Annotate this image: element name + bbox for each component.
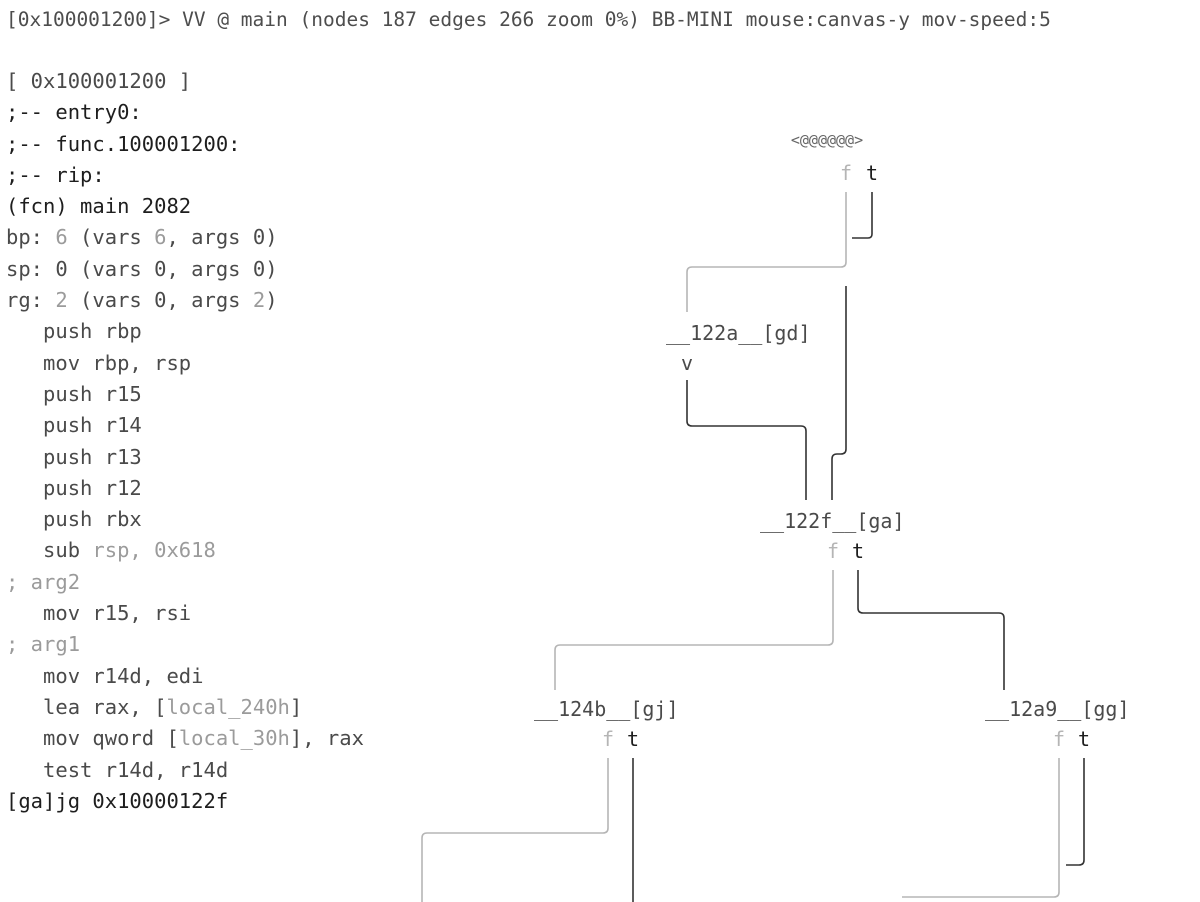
graph-node-12a9[interactable]: __12a9__[gg] [985,697,1130,721]
entry-branch-true: t [866,161,878,185]
edge-entry-false [686,192,847,312]
node-124b-branch-true: t [627,727,639,751]
node-12a9-branch-false: f [1053,727,1065,751]
label-rip: ;-- rip: [6,162,105,187]
instruction: mov r15, rsi [43,601,192,626]
edge-124b-false [421,758,609,902]
instruction: push r12 [43,475,142,500]
comment-arg1: ; arg1 [6,632,81,657]
instruction: test r14d, r14d [43,757,229,782]
node-122a-branch: v [681,351,693,375]
label-func: ;-- func.100001200: [6,131,241,156]
edge-to-122f-a [831,286,847,500]
entry-branch-false: f [840,161,852,185]
instruction: push r13 [43,444,142,469]
disassembly-listing: [ 0x100001200 ] ;-- entry0: ;-- func.100… [6,66,364,817]
edge-12a9-false [902,758,1060,898]
edge-122a-to-122f [686,380,807,500]
instruction: sub rsp, 0x618 [43,538,216,563]
function-header: (fcn) main 2082 [6,194,192,219]
edge-122f-true [857,570,1005,690]
graph-node-entry[interactable]: <@@@@@@> [791,131,863,149]
node-122f-branch-true: t [852,539,864,563]
graph-node-124b[interactable]: __124b__[gj] [534,697,679,721]
label-entry0: ;-- entry0: [6,100,142,125]
instruction: mov qword [local_30h], rax [43,726,364,751]
node-122f-branch-false: f [827,539,839,563]
instruction: push r14 [43,413,142,438]
node-124b-branch-false: f [602,727,614,751]
graph-node-122f[interactable]: __122f__[ga] [760,509,905,533]
edge-122f-false [554,570,834,690]
jump-instruction: [ga]jg 0x10000122f [6,788,229,813]
node-12a9-branch-true: t [1078,727,1090,751]
instruction: push rbx [43,507,142,532]
instruction: push rbp [43,319,142,344]
var-summary-rg: rg: 2 (vars 0, args 2) [6,288,278,313]
edge-entry-true [852,192,873,239]
comment-arg2: ; arg2 [6,569,81,594]
instruction: mov r14d, edi [43,663,204,688]
var-summary-sp: sp: 0 (vars 0, args 0) [6,256,278,281]
instruction: push r15 [43,381,142,406]
address-header: [ 0x100001200 ] [6,69,192,93]
status-bar: [0x100001200]> VV @ main (nodes 187 edge… [6,8,1051,31]
graph-node-122a[interactable]: __122a__[gd] [666,321,811,345]
var-summary-bp: bp: 6 (vars 6, args 0) [6,225,278,250]
instruction: mov rbp, rsp [43,350,192,375]
instruction: lea rax, [local_240h] [43,694,303,719]
edge-12a9-true [1066,758,1085,866]
